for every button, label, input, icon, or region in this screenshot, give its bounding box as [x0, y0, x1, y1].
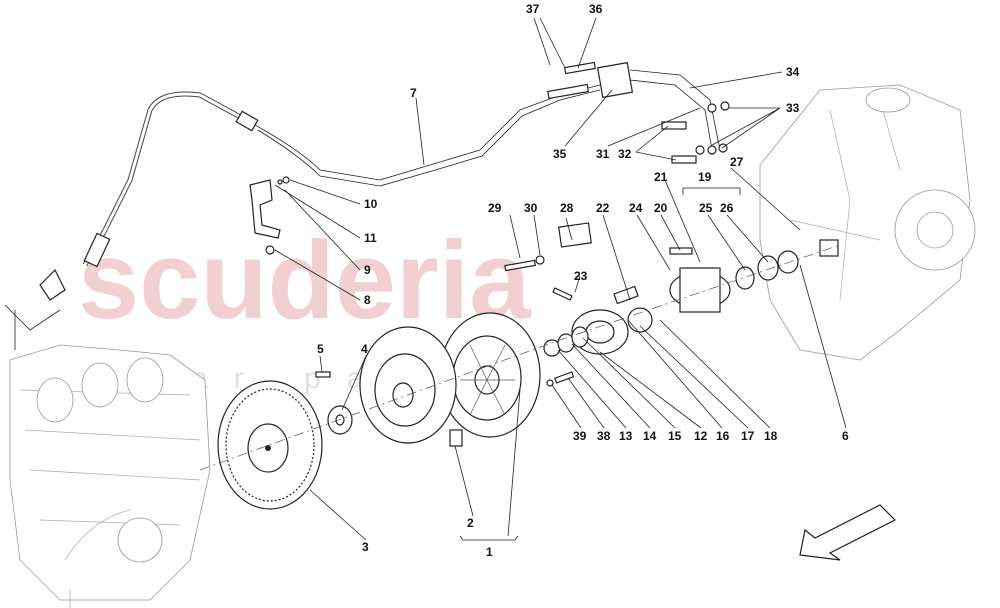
callout-13: 13	[619, 429, 633, 443]
callout-27: 27	[730, 155, 744, 169]
callout-4: 4	[361, 342, 368, 356]
callout-37: 37	[526, 2, 540, 16]
callout-8: 8	[364, 293, 371, 307]
callout-17: 17	[741, 429, 755, 443]
callout-26: 26	[720, 201, 734, 215]
gearbox-housing	[759, 84, 976, 361]
callout-1: 1	[486, 545, 493, 559]
callout-38: 38	[597, 429, 611, 443]
callout-23: 23	[574, 269, 588, 283]
direction-arrow	[799, 504, 897, 561]
callout-12: 12	[694, 429, 708, 443]
callout-7: 7	[410, 86, 417, 100]
clutch-pack	[217, 312, 541, 510]
callout-33: 33	[786, 101, 800, 115]
callout-36: 36	[589, 2, 603, 16]
engine-block	[9, 344, 211, 608]
callout-35: 35	[553, 147, 567, 161]
clutch-hose	[4, 84, 601, 350]
callout-19: 19	[698, 170, 712, 184]
callout-22: 22	[596, 201, 610, 215]
callout-39: 39	[573, 429, 587, 443]
callout-10: 10	[364, 197, 378, 211]
callout-labels: 37 36 34 7 33 35 31 32 27 21 19 10 29 30…	[317, 2, 849, 559]
callout-11: 11	[364, 231, 377, 245]
callout-25: 25	[699, 201, 713, 215]
callout-15: 15	[668, 429, 682, 443]
callout-32: 32	[618, 147, 632, 161]
callout-34: 34	[786, 65, 800, 79]
callout-24: 24	[629, 201, 643, 215]
callout-21: 21	[654, 170, 668, 184]
callout-20: 20	[654, 201, 668, 215]
callout-28: 28	[560, 201, 574, 215]
callout-30: 30	[524, 201, 538, 215]
release-assembly	[504, 222, 839, 387]
hose-bracket	[249, 176, 290, 255]
leader-lines	[274, 17, 847, 541]
hydraulic-junction	[547, 61, 730, 164]
callout-29: 29	[488, 201, 502, 215]
callout-5: 5	[317, 342, 324, 356]
callout-31: 31	[596, 147, 610, 161]
callout-6: 6	[842, 429, 849, 443]
callout-9: 9	[364, 263, 371, 277]
callout-2: 2	[467, 516, 474, 530]
callout-3: 3	[362, 540, 369, 554]
callout-16: 16	[716, 429, 730, 443]
callout-18: 18	[764, 429, 778, 443]
watermark-brand: scuderia	[78, 219, 531, 342]
callout-14: 14	[643, 429, 657, 443]
